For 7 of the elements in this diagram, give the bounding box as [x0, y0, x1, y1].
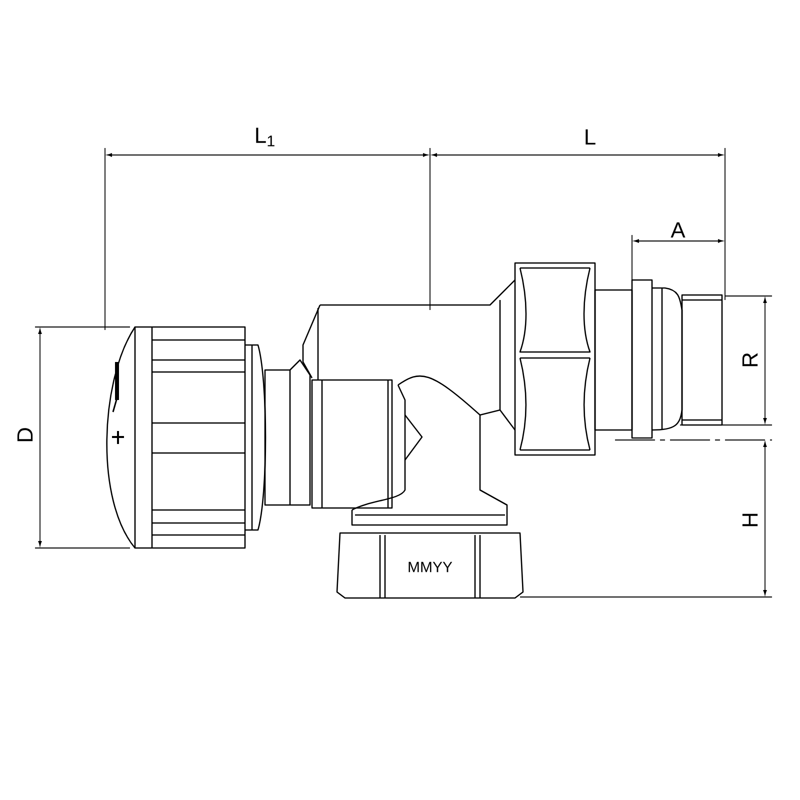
dimension-label: L	[586, 129, 596, 145]
dimension-label: H	[742, 514, 758, 526]
marking-text: MMYY	[408, 562, 452, 572]
dimension-label: D	[17, 428, 33, 442]
dimension-label: L$_{1}$	[256, 128, 274, 146]
dimension-label: R	[742, 353, 758, 366]
dimension-label: A	[670, 222, 686, 238]
